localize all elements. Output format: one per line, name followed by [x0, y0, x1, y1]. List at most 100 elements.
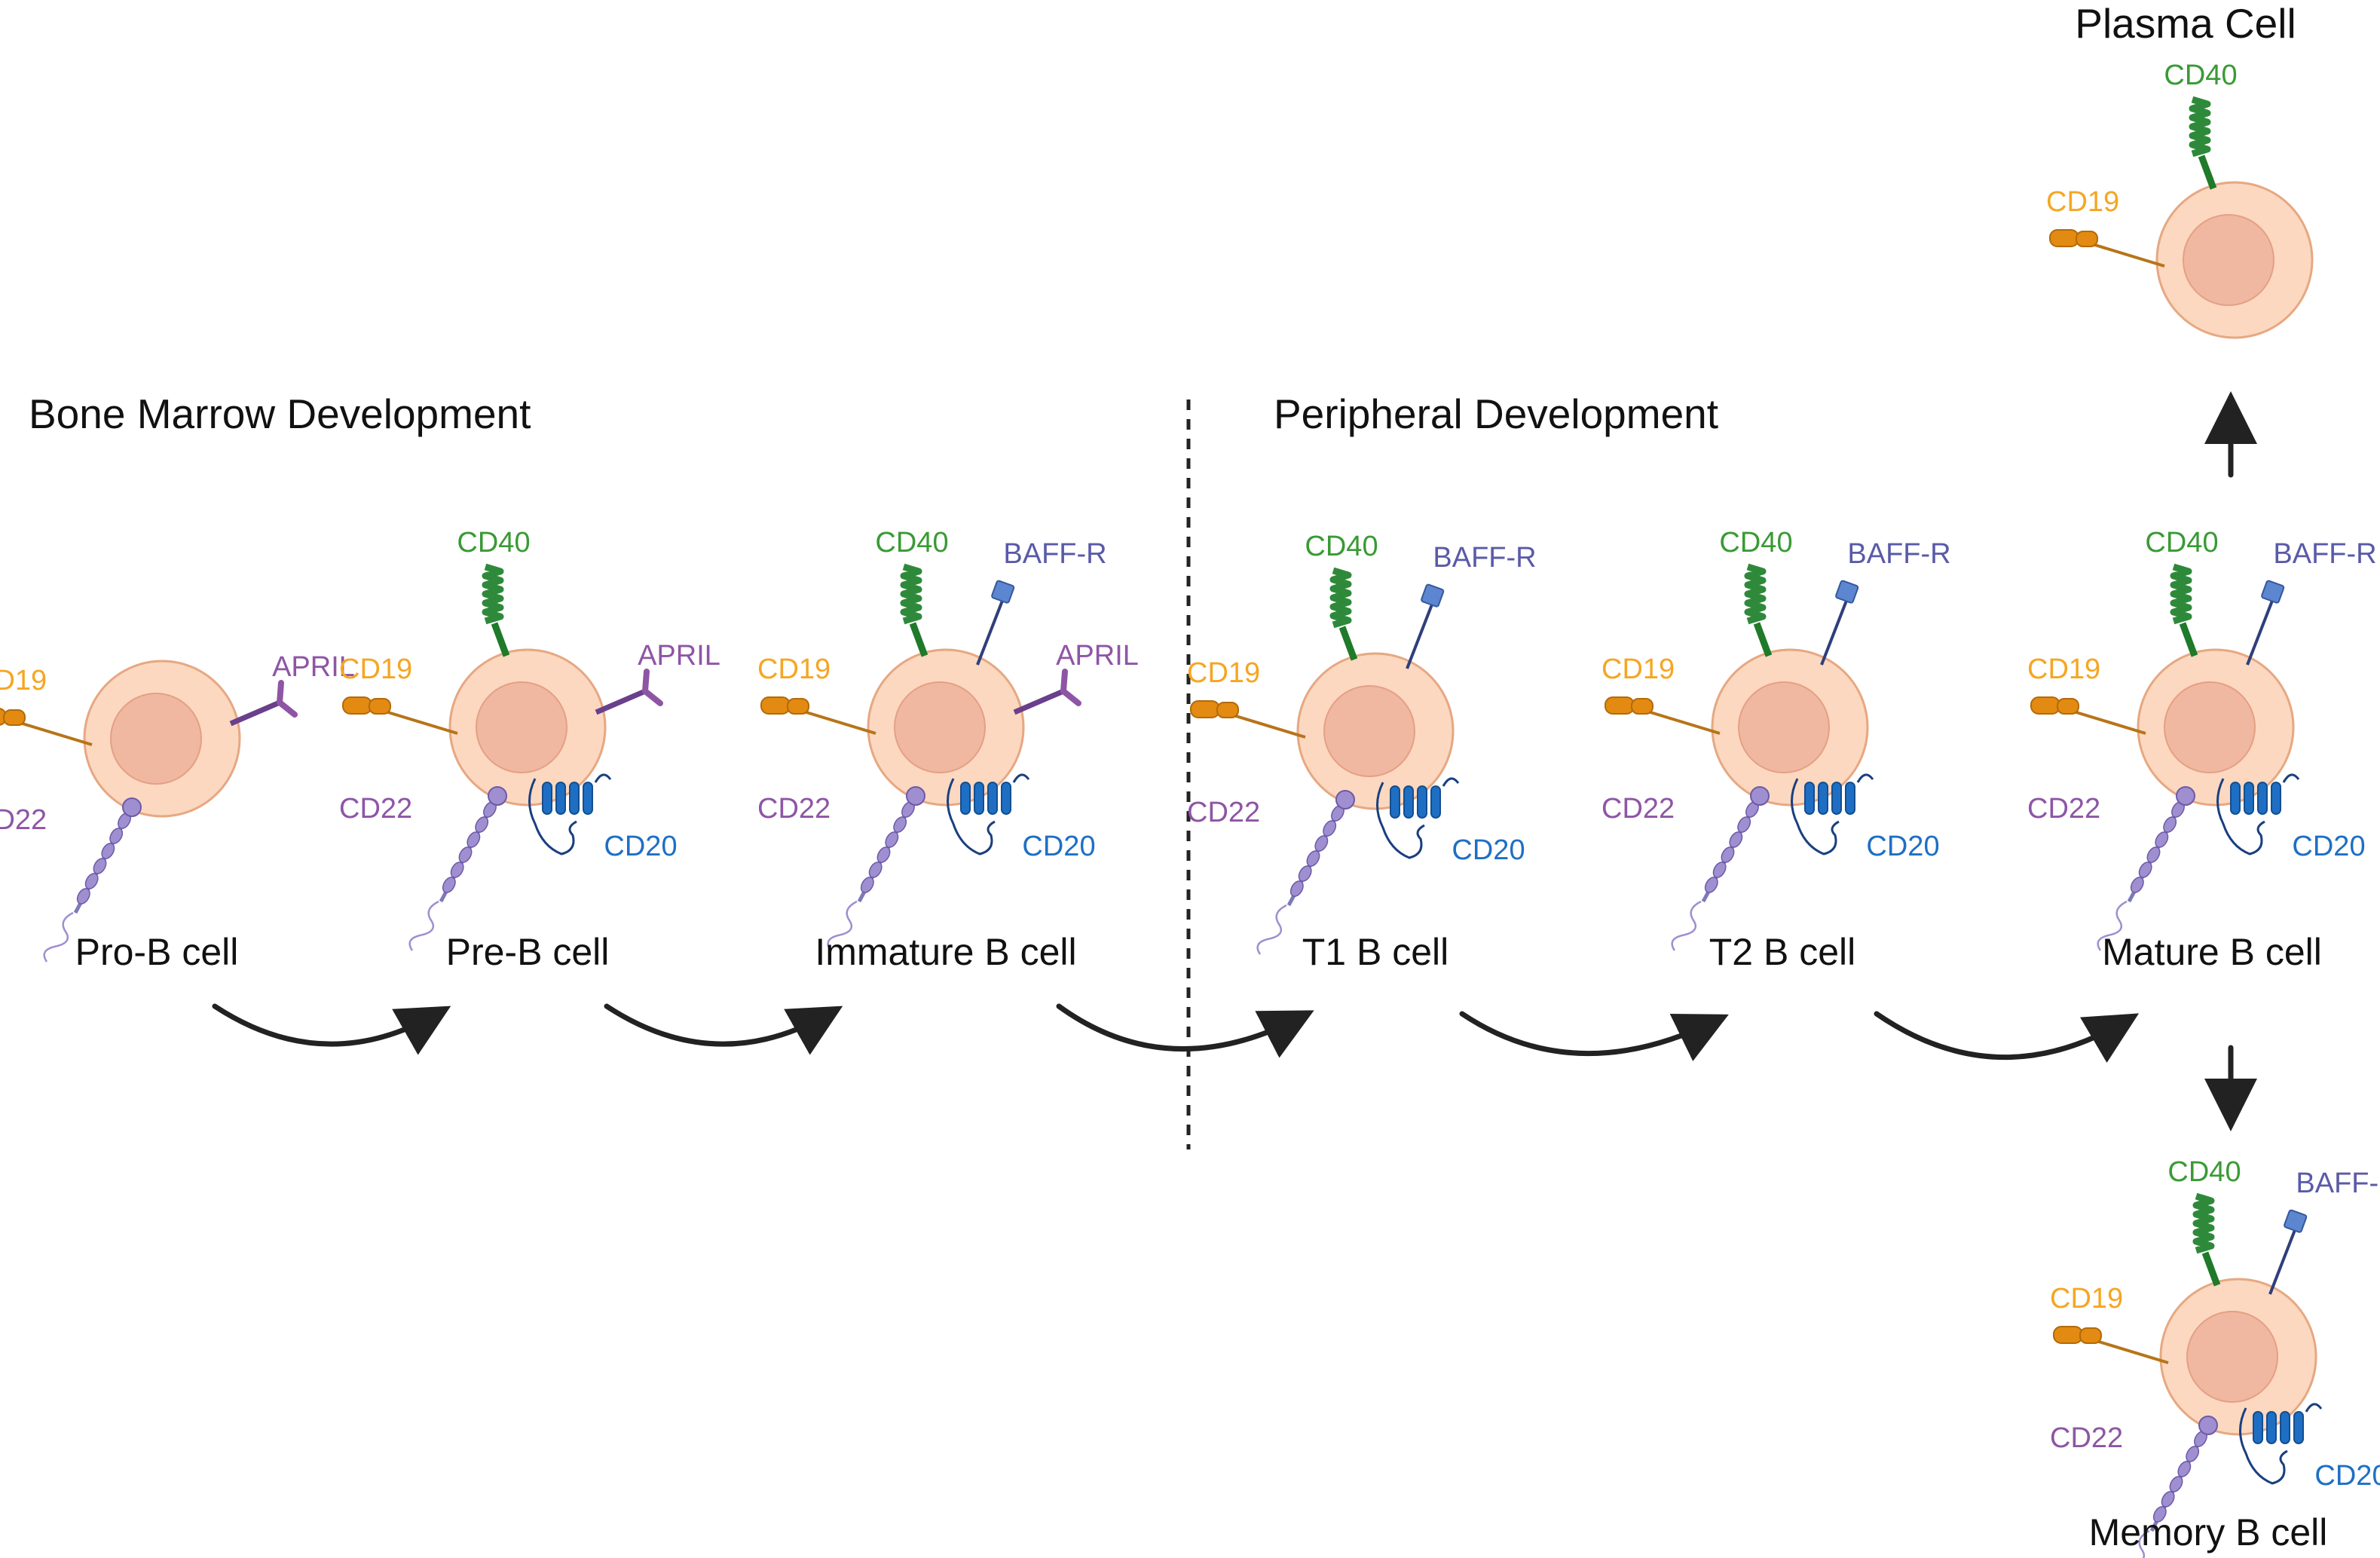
baff-r-receptor: [1406, 583, 1445, 669]
cd40-receptor: [900, 563, 928, 657]
cd19-label: CD19: [0, 665, 47, 696]
cell-name-label: Immature B cell: [815, 931, 1076, 973]
cd19-receptor: [2053, 1326, 2169, 1364]
baff-r-receptor: [2246, 580, 2285, 666]
cd40-receptor: [2189, 96, 2217, 190]
cd40-label: CD40: [2164, 60, 2237, 91]
cell-nucleus: [894, 681, 986, 773]
cell-nucleus: [1738, 681, 1830, 773]
cd20-label: CD20: [604, 831, 677, 862]
cd40-receptor: [2192, 1192, 2221, 1287]
cd19-label: CD19: [1601, 654, 1675, 685]
cd22-label: CD22: [757, 793, 831, 825]
cd20-receptor: [1376, 777, 1460, 859]
cd40-receptor: [2170, 563, 2198, 657]
cd19-label: CD19: [2050, 1283, 2123, 1315]
cd19-label: CD19: [2046, 186, 2119, 218]
cd19-receptor: [1605, 696, 1721, 735]
cd19-label: CD19: [757, 654, 831, 685]
baff-r-label: BAFF-R: [1847, 538, 1950, 570]
cell-nucleus: [476, 681, 567, 773]
cell-name-label: Pre-B cell: [446, 931, 610, 973]
april-label: APRIL: [1056, 640, 1139, 672]
cd19-label: CD19: [339, 654, 412, 685]
cd20-label: CD20: [2314, 1460, 2380, 1492]
arrow-pro-to-pre: [212, 1003, 451, 1055]
arrow-pre-to-immature: [604, 1003, 843, 1055]
baff-r-receptor: [1820, 580, 1859, 666]
cd22-receptor: [2138, 1416, 2218, 1558]
cd20-receptor: [2239, 1403, 2323, 1485]
cd22-label: CD22: [2050, 1422, 2123, 1454]
cd22-receptor: [43, 797, 142, 963]
cell-nucleus: [2183, 214, 2274, 306]
cd40-label: CD40: [875, 527, 948, 559]
cd22-label: CD22: [1601, 793, 1675, 825]
cd19-receptor: [2049, 229, 2165, 268]
cd20-receptor: [947, 773, 1030, 856]
cd22-label: CD22: [2027, 793, 2100, 825]
cell-name-label: Mature B cell: [2102, 931, 2322, 973]
cd40-receptor: [1744, 563, 1773, 657]
april-label: APRIL: [272, 651, 355, 683]
cell-name-label: Pro-B cell: [75, 931, 239, 973]
cd20-receptor: [528, 773, 612, 856]
cell-name-label: T1 B cell: [1302, 931, 1449, 973]
april-receptor: [595, 669, 663, 715]
cd19-receptor: [0, 708, 93, 746]
cell-nucleus: [110, 693, 202, 785]
cd40-label: CD40: [1305, 531, 1378, 562]
arrow-immature-to-t1: [1056, 1003, 1314, 1058]
cd22-receptor: [1256, 790, 1355, 955]
baff-r-label: BAFF-R: [1003, 538, 1106, 570]
april-receptor: [229, 680, 298, 727]
baff-r-label: BAFF-R: [1433, 542, 1536, 574]
april-label: APRIL: [638, 640, 720, 672]
cd40-label: CD40: [2145, 527, 2218, 559]
cell-name-label: Plasma Cell: [2075, 0, 2296, 47]
baff-r-receptor: [2268, 1209, 2308, 1295]
peripheral-heading: Peripheral Development: [1274, 390, 1718, 437]
cd22-receptor: [2097, 786, 2195, 951]
cd22-label: CD22: [339, 793, 412, 825]
cd40-receptor: [482, 563, 510, 657]
cd20-label: CD20: [1866, 831, 1939, 862]
cell-nucleus: [2186, 1311, 2278, 1403]
cd19-receptor: [2030, 696, 2146, 735]
cell-memory-b: CD40 BAFF-R CD19CD22CD20Memory B cell: [2050, 1156, 2380, 1558]
cd22-receptor: [1671, 786, 1770, 951]
cd40-label: CD40: [2167, 1156, 2241, 1188]
cd22-label: CD22: [0, 804, 47, 836]
cd20-label: CD20: [2292, 831, 2365, 862]
cd40-receptor: [1329, 567, 1358, 661]
cell-name-label: Memory B cell: [2089, 1511, 2328, 1553]
baff-r-label: BAFF-R: [2296, 1168, 2380, 1199]
progression-arrows: [212, 391, 2257, 1131]
cd40-label: CD40: [457, 527, 530, 559]
cd19-label: CD19: [1187, 657, 1260, 689]
baff-r-receptor: [976, 580, 1015, 666]
cd19-receptor: [1190, 700, 1306, 739]
april-receptor: [1013, 669, 1081, 715]
arrow-t1-to-t2: [1459, 1011, 1729, 1061]
arrow-t2-to-mature: [1874, 1011, 2140, 1064]
baff-r-label: BAFF-R: [2273, 538, 2376, 570]
cd20-receptor: [1791, 773, 1874, 856]
cell-nucleus: [1323, 685, 1415, 777]
cd22-label: CD22: [1187, 797, 1260, 828]
cd19-receptor: [342, 696, 458, 735]
cd20-label: CD20: [1022, 831, 1095, 862]
cd19-label: CD19: [2027, 654, 2100, 685]
cd22-receptor: [827, 786, 925, 951]
cd19-receptor: [760, 696, 876, 735]
cd40-label: CD40: [1719, 527, 1792, 559]
